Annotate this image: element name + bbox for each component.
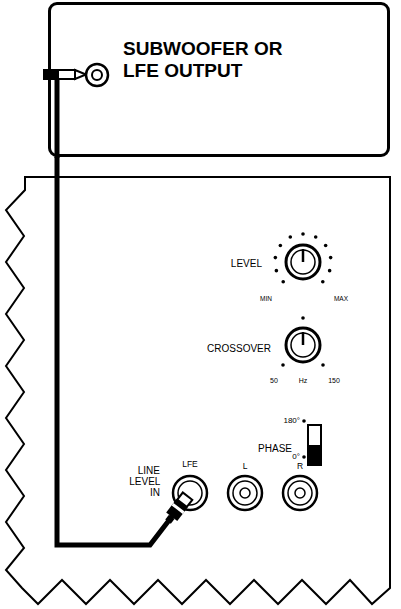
scale-dot [324,244,328,248]
jack-label: LFE [168,460,212,470]
scale-dot [274,256,278,260]
rca-jack-center [92,70,102,80]
scale-dot [314,235,318,239]
frequency-label: 50 [270,377,278,385]
lfe-input-jack: LFE [168,460,212,512]
level-label: LEVEL [231,258,262,269]
unit-label: Hz [299,377,308,385]
phase-value: 0° [292,453,300,462]
crossover-knob [281,316,325,367]
scale-dot [321,280,325,284]
crossover-label: CROSSOVER [207,343,271,354]
jack-label: L [243,462,248,471]
frequency-label: 150 [328,377,340,385]
max-label: MAX [334,295,348,302]
min-label: MIN [260,295,272,302]
level-knob [286,245,320,279]
scale-dot [329,256,333,260]
output-label: SUBWOOFER OR LFE OUTPUT [123,38,293,82]
input-label: LINE LEVEL IN [129,465,160,498]
cable [55,75,60,158]
scale-dot [281,280,285,284]
audio-cable [57,157,175,545]
phase-label: PHASE [258,443,292,454]
rca-jack-r [283,476,317,510]
rca-jack-l [228,476,262,510]
jack-label: R [297,462,303,471]
plug-body [58,70,75,79]
scale-dot [288,235,292,239]
rca-jack [86,64,108,86]
panel-outline [6,177,390,604]
level-scale-dots [274,232,333,283]
receiver-panel: SUBWOOFER OR LFE OUTPUT [48,2,390,157]
scale-dot [275,269,279,273]
scale-dot [328,269,332,273]
rca-plug [163,492,194,526]
scale-dot [301,232,305,236]
phase-switch [302,419,321,465]
scale-dot [279,244,283,248]
plug-boot [43,69,58,80]
phase-value: 180° [283,417,300,426]
plug-tip [75,70,86,79]
